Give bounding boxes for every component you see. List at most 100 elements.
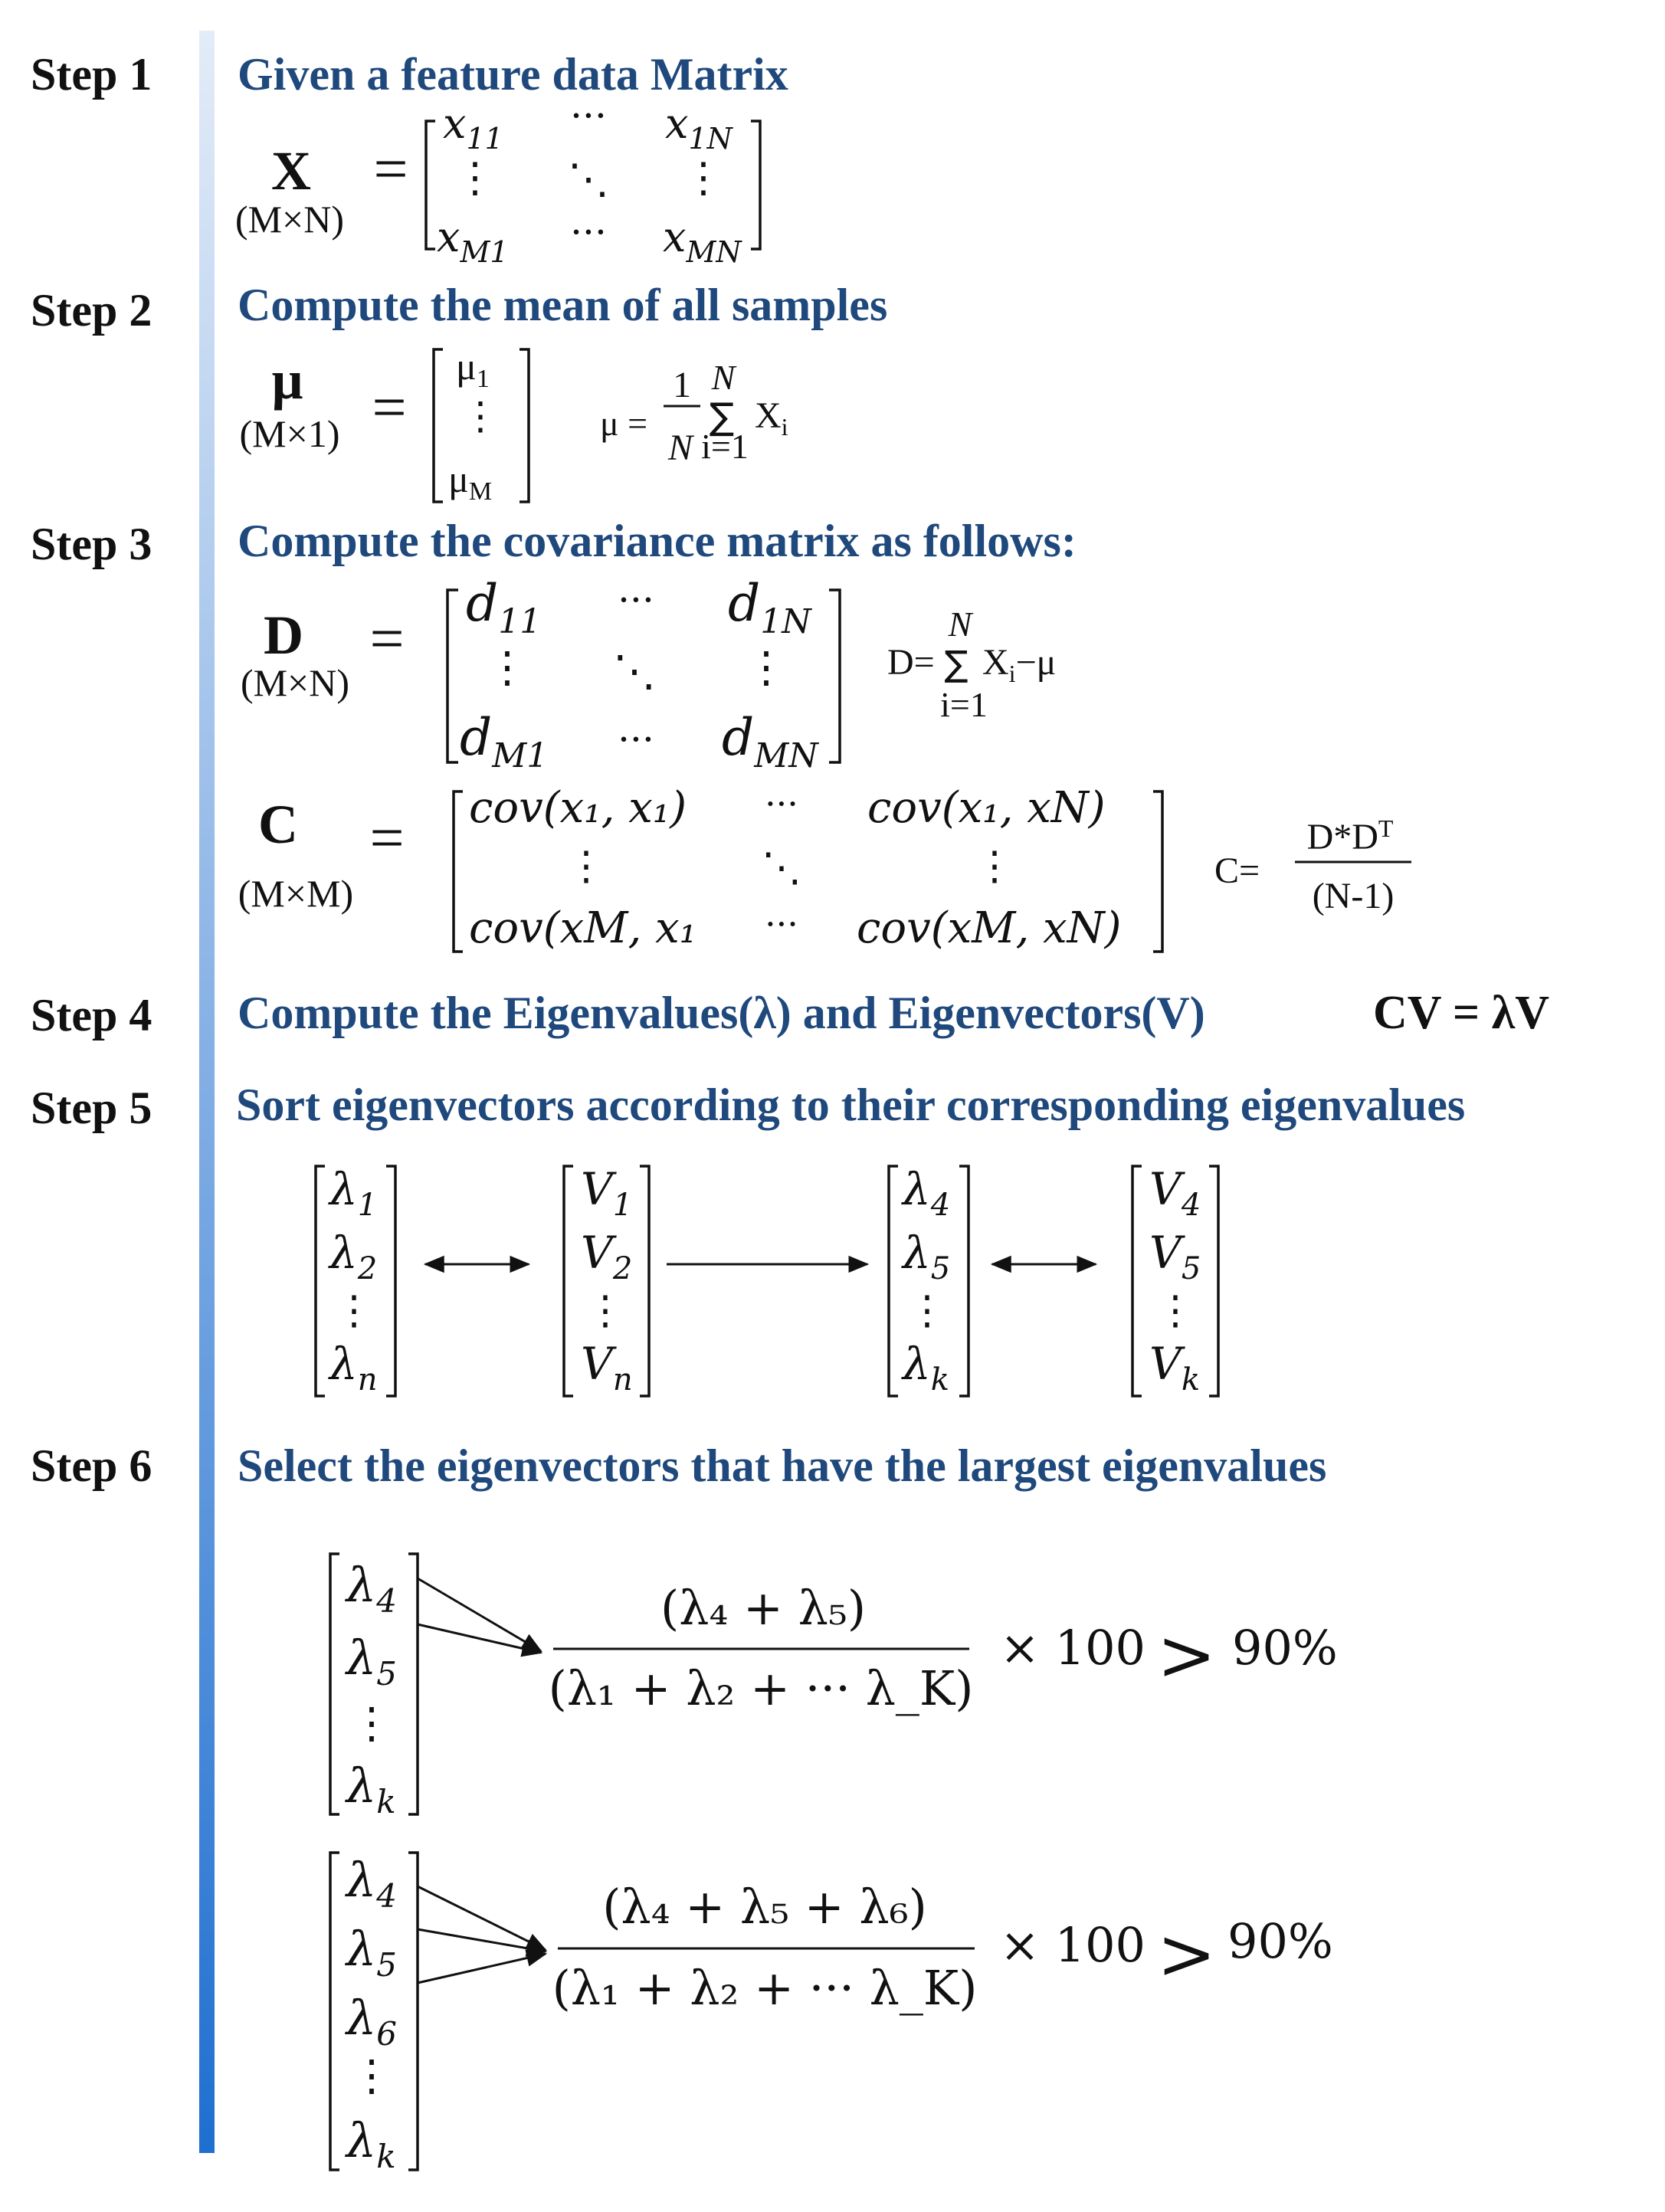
- selection-b-arrow-3: [417, 1949, 548, 1984]
- mean-formula-lhs: μ =: [600, 404, 647, 443]
- matrix-x-hdots-bottom: ···: [570, 210, 607, 254]
- vector-v-k-entry-3: Vk: [1149, 1338, 1200, 1398]
- matrix-d-formula-upper: N: [948, 605, 974, 644]
- matrix-d-symbol: D: [264, 605, 303, 666]
- selection-a-entry-2: λ5: [344, 1630, 397, 1693]
- sorted-vectors-block: λ1 λ2 ⋮ λn V1 V2 ⋮ Vn λ4 λ5 ⋮ λk V4: [314, 1163, 1220, 1398]
- mean-symbol: μ: [272, 349, 303, 411]
- vector-lambda-n-entry-2: λ2: [328, 1227, 377, 1286]
- matrix-c-block: C (M×M) = cov(x₁, x₁) ··· cov(x₁, xN) ⋮ …: [238, 783, 1411, 953]
- vector-lambda-k-entry-3: λk: [901, 1338, 949, 1398]
- matrix-x-block: X (M×N) = x11 ··· x1N ⋮ ⋱ ⋮ xM1 ··· xMN: [235, 93, 762, 269]
- mean-formula-num: 1: [673, 365, 691, 405]
- mean-vdots: ⋮: [461, 394, 500, 438]
- mean-vector-block: μ (M×1) = μ1 ⋮ μM μ = 1 N N ∑ i=1 Xi: [240, 345, 788, 506]
- matrix-d-right-bracket: [829, 588, 841, 764]
- vector-lambda-n-right-bracket: [386, 1165, 397, 1398]
- matrix-c-equals: =: [369, 805, 404, 872]
- mean-formula-sum: ∑: [710, 395, 734, 438]
- matrix-d-vdots-left: ⋮: [486, 643, 529, 693]
- matrix-d-hdots-top: ···: [618, 578, 654, 622]
- matrix-x-cell-m1: xM1: [437, 213, 509, 269]
- matrix-x-equals: =: [373, 136, 408, 203]
- mean-right-bracket: [519, 348, 530, 503]
- selection-b-gt: >: [1157, 1913, 1216, 1995]
- matrix-d-cell-m1: dM1: [460, 708, 548, 775]
- matrix-d-formula-lower: i=1: [940, 685, 988, 724]
- matrix-d-formula-lhs: D=: [887, 642, 935, 683]
- mean-top-entry: μ1: [456, 345, 490, 393]
- matrix-c-dims: (M×M): [238, 872, 353, 915]
- step-3-heading: Compute the covariance matrix as follows…: [238, 516, 1077, 566]
- matrix-c-cell-1n: cov(x₁, xN): [867, 783, 1106, 833]
- vector-v-k-left-bracket: [1131, 1165, 1142, 1398]
- mean-formula-den: N: [667, 428, 695, 468]
- selection-b-entry-4: λk: [344, 2112, 396, 2175]
- matrix-d-vdots-right: ⋮: [745, 643, 788, 693]
- vector-v-k-vdots: ⋮: [1155, 1288, 1195, 1334]
- selection-b-arrow-1: [417, 1885, 548, 1951]
- matrix-d-cell-mn: dMN: [722, 708, 819, 775]
- step-4-heading: Compute the Eigenvalues(λ) and Eigenvect…: [238, 988, 1205, 1038]
- matrix-x-cell-mn: xMN: [663, 213, 742, 269]
- matrix-d-hdots-bottom: ···: [618, 717, 654, 762]
- matrix-c-formula-den: (N-1): [1313, 876, 1395, 916]
- vector-lambda-n: λ1 λ2 ⋮ λn: [314, 1163, 397, 1398]
- matrix-c-right-bracket: [1153, 790, 1164, 953]
- selection-a-arrow-1: [417, 1577, 542, 1653]
- vector-v-k-entry-1: V4: [1149, 1163, 1201, 1223]
- vector-v-k-right-bracket: [1209, 1165, 1220, 1398]
- matrix-x-vdots-right: ⋮: [683, 153, 724, 202]
- matrix-c-cell-mn: cov(xM, xN): [857, 903, 1122, 953]
- vector-lambda-k-entry-2: λ5: [901, 1227, 950, 1286]
- matrix-d-ddots: ⋱: [613, 647, 656, 696]
- matrix-x-hdots-top: ···: [570, 93, 607, 138]
- mean-dims: (M×1): [240, 412, 340, 455]
- matrix-x-cell-11: x11: [443, 100, 503, 156]
- step-gradient-bar: [199, 31, 215, 2153]
- selection-a-left-bracket: [329, 1552, 339, 1816]
- selection-b-percent: 90%: [1227, 1913, 1333, 1969]
- matrix-d-left-bracket: [446, 588, 458, 764]
- selection-b-entry-1: λ4: [344, 1852, 397, 1915]
- selection-b-arrow-2: [417, 1928, 548, 1957]
- matrix-x-cell-1n: x1N: [665, 100, 734, 156]
- mean-equals: =: [372, 374, 406, 441]
- mean-formula-term: Xi: [755, 395, 788, 441]
- vector-lambda-k: λ4 λ5 ⋮ λk: [887, 1163, 970, 1398]
- selection-b-vdots: ⋮: [350, 2051, 393, 2101]
- vector-lambda-n-left-bracket: [314, 1165, 325, 1398]
- vector-lambda-k-right-bracket: [959, 1165, 970, 1398]
- vector-v-n-entry-3: Vn: [581, 1338, 633, 1398]
- vector-v-k-entry-2: V5: [1149, 1227, 1201, 1286]
- matrix-c-hdots-bottom: ···: [765, 903, 798, 945]
- matrix-c-vdots-right: ⋮: [975, 844, 1014, 890]
- selection-b-entry-2: λ5: [344, 1921, 397, 1984]
- matrix-c-cell-m1: cov(xM, x₁: [469, 903, 696, 953]
- selection-a-arrow-2: [417, 1623, 543, 1657]
- step-1-label: Step 1: [31, 49, 152, 100]
- vector-lambda-n-entry-3: λn: [328, 1338, 378, 1398]
- matrix-c-left-bracket: [452, 790, 463, 953]
- matrix-d-cell-11: d11: [466, 574, 541, 641]
- selection-b-times: × 100: [1000, 1917, 1146, 1973]
- matrix-x-left-bracket: [424, 120, 435, 251]
- selection-a-denominator: (λ₁ + λ₂ + ··· λ_K): [549, 1660, 974, 1716]
- vector-v-n-right-bracket: [640, 1165, 651, 1398]
- selection-a-entry-3: λk: [344, 1758, 396, 1820]
- matrix-c-hdots-top: ···: [765, 783, 798, 824]
- selection-a-times: × 100: [1000, 1620, 1146, 1676]
- step-5-label: Step 5: [31, 1083, 152, 1133]
- matrix-d-equals: =: [369, 605, 404, 673]
- matrix-c-formula-lhs: C=: [1214, 850, 1260, 891]
- matrix-c-cell-11: cov(x₁, x₁): [469, 783, 687, 833]
- selection-example-b: λ4 λ5 λ6 ⋮ λk (λ₄ + λ₅ + λ₆) (λ₁ + λ₂ + …: [329, 1851, 1333, 2175]
- selection-a-entry-1: λ4: [344, 1557, 397, 1620]
- step-2-label: Step 2: [31, 285, 152, 336]
- step-4-label: Step 4: [31, 990, 152, 1040]
- vector-lambda-n-entry-1: λ1: [328, 1163, 377, 1223]
- matrix-c-symbol: C: [258, 794, 298, 855]
- selection-b-denominator: (λ₁ + λ₂ + ··· λ_K): [552, 1960, 978, 2016]
